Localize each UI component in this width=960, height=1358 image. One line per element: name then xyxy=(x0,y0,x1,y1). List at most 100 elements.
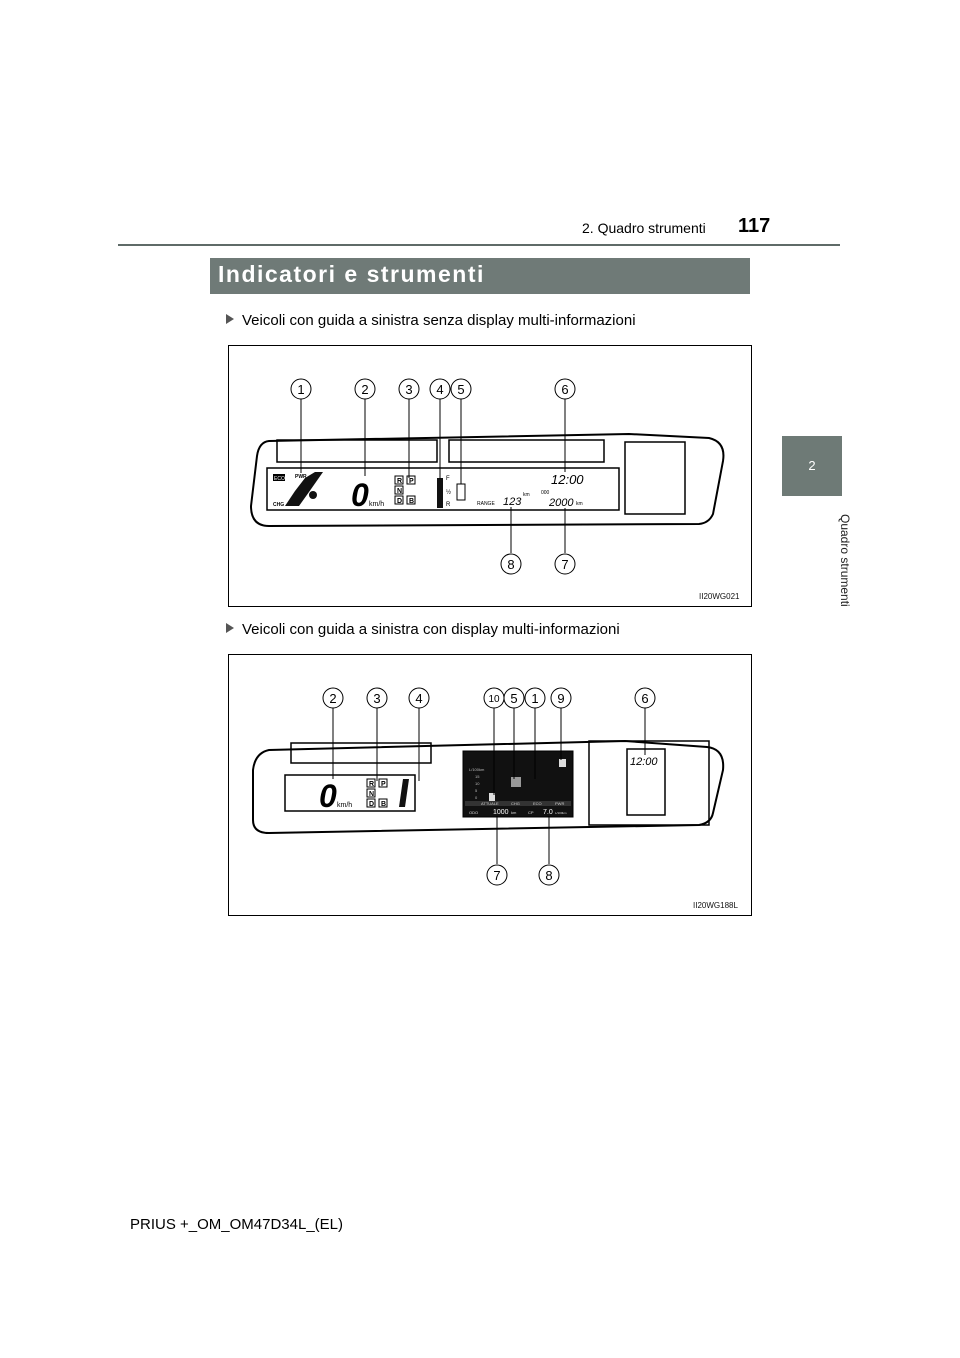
fuel-gauge xyxy=(437,478,443,508)
vent-left xyxy=(290,742,432,764)
speed-unit: km/h xyxy=(369,501,384,508)
mid-scale-5: 5 xyxy=(475,788,478,793)
page-heading-bar: Indicatori e strumenti xyxy=(210,258,750,294)
callout-6-label: 6 xyxy=(641,691,648,706)
callout-8: 8 xyxy=(538,864,560,886)
mid-odo-unit: km xyxy=(511,810,517,815)
callout-10-label: 10 xyxy=(488,694,500,705)
callout-7-label: 7 xyxy=(561,557,568,572)
callout-3: 3 xyxy=(366,687,388,709)
callout-8: 8 xyxy=(500,553,522,575)
gear-p xyxy=(406,475,416,485)
chg-label: CHG xyxy=(273,502,284,508)
gear-d xyxy=(366,798,376,808)
speed-unit: km/h xyxy=(337,802,352,809)
speed-display xyxy=(284,774,416,812)
model-code-footer: PRIUS +_OM_OM47D34L_(EL) xyxy=(130,1216,344,1233)
mid-attuale-label: ATTUALE xyxy=(481,801,499,806)
callout-2-label: 2 xyxy=(329,691,336,706)
mid-info-icon xyxy=(559,759,566,767)
callout-9: 9 xyxy=(550,687,572,709)
callout-8-label: 8 xyxy=(545,868,552,883)
gear-p xyxy=(378,778,388,788)
callout-2: 2 xyxy=(354,378,376,400)
mid-scale-label: L/100km xyxy=(469,767,485,772)
callout-3: 3 xyxy=(398,378,420,400)
chapter-number: 2 xyxy=(808,458,816,473)
callout-1: 1 xyxy=(290,378,312,400)
callout-4: 4 xyxy=(429,378,451,400)
figure-1-code: II20WG021 xyxy=(699,592,740,601)
callout-8-label: 8 xyxy=(507,557,514,572)
gear-n-label: N xyxy=(369,791,374,798)
figure-2-code: II20WG188L xyxy=(693,901,738,910)
figure-2-caption-text: Veicoli con guida a sinistra con display… xyxy=(242,621,620,638)
chapter-tab: 2 xyxy=(782,436,842,496)
mid-scale-10: 10 xyxy=(475,781,480,786)
callout-9-label: 9 xyxy=(557,691,564,706)
callout-4-label: 4 xyxy=(436,382,443,397)
clock-display: 12:00 xyxy=(551,472,584,487)
figure-2: 0 km/h R P N D B L/100km 15 10 5 0 ATTUA… xyxy=(228,654,752,916)
mid-pwr-label: PWR xyxy=(555,801,564,806)
fuel-empty-mark: R xyxy=(446,502,451,508)
callout-7-label: 7 xyxy=(493,868,500,883)
range-value: 123 xyxy=(503,496,522,508)
callout-6-label: 6 xyxy=(561,382,568,397)
callout-1-label: 1 xyxy=(297,382,304,397)
clock-display: 12:00 xyxy=(630,756,658,768)
gear-r-label: R xyxy=(369,781,374,788)
mid-cp-value: 7.0 xyxy=(543,809,553,816)
range-unit: km xyxy=(523,492,530,498)
callout-3-label: 3 xyxy=(373,691,380,706)
eco-label: ECO xyxy=(274,476,285,482)
chapter-title: Quadro strumenti xyxy=(838,513,852,607)
figure-2-caption: Veicoli con guida a sinistra con display… xyxy=(226,621,620,638)
callout-5: 5 xyxy=(450,378,472,400)
odometer-prefix: 000 xyxy=(541,490,550,496)
range-label: RANGE xyxy=(477,501,495,507)
mid-odo-label: ODO xyxy=(469,810,478,815)
callout-6: 6 xyxy=(634,687,656,709)
clock-panel xyxy=(626,748,666,816)
fuel-full-mark: F xyxy=(446,476,450,482)
page-heading: Indicatori e strumenti xyxy=(218,261,485,287)
callout-5-label: 5 xyxy=(510,691,517,706)
mid-consumption-bar xyxy=(489,793,495,801)
ev-indicator xyxy=(309,491,317,499)
figure-2-illustration: 0 km/h R P N D B L/100km 15 10 5 0 ATTUA… xyxy=(252,687,725,886)
callout-7: 7 xyxy=(554,553,576,575)
figure-1-caption-text: Veicoli con guida a sinistra senza displ… xyxy=(242,312,636,329)
callout-6: 6 xyxy=(554,378,576,400)
gear-b-label: B xyxy=(381,801,386,808)
gear-b xyxy=(406,495,416,505)
odometer-value: 2000 xyxy=(548,497,574,509)
gear-p-label: P xyxy=(381,781,386,788)
header-rule xyxy=(118,244,840,246)
gear-d-label: D xyxy=(369,801,374,808)
mid-scale-15: 15 xyxy=(475,774,480,779)
mid-chg-label: CHG xyxy=(511,801,520,806)
gear-b xyxy=(378,798,388,808)
mid-scale-0: 0 xyxy=(475,795,478,800)
callout-2: 2 xyxy=(322,687,344,709)
bullet-triangle-icon xyxy=(226,314,234,324)
callout-3-label: 3 xyxy=(405,382,412,397)
callout-5: 5 xyxy=(503,687,525,709)
figure-1: ECO PWR CHG 0 km/h R P N D B F ½ R RANGE… xyxy=(228,345,752,607)
side-panel xyxy=(624,441,686,515)
callout-4: 4 xyxy=(408,687,430,709)
right-panel xyxy=(588,740,710,826)
gear-n-label: N xyxy=(397,488,402,495)
mid-odo-value: 1000 xyxy=(493,809,509,816)
callout-5-label: 5 xyxy=(457,382,464,397)
figure-1-caption: Veicoli con guida a sinistra senza displ… xyxy=(226,312,636,329)
gear-n xyxy=(366,788,376,798)
gear-b-label: B xyxy=(409,498,414,505)
mid-eco-label: ECO xyxy=(533,801,542,806)
fuel-half-mark: ½ xyxy=(446,489,451,496)
speedometer-value: 0 xyxy=(351,477,369,513)
hybrid-power-meter xyxy=(285,472,323,506)
page-number: 117 xyxy=(738,215,771,237)
eco-indicator xyxy=(273,474,285,481)
